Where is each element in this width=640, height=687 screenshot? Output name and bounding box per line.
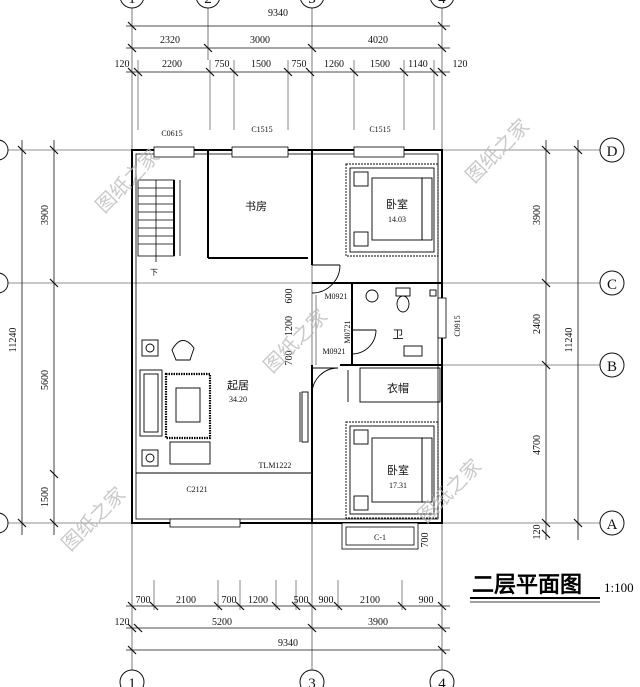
label-c0615: C0615: [161, 129, 182, 138]
axis-label-A: A: [607, 517, 618, 533]
label-c1515-a: C1515: [251, 125, 272, 134]
bottom-dim-900a: 900: [319, 595, 334, 606]
room-study: 书房: [245, 200, 267, 213]
axis-bubbles: [0, 0, 625, 687]
watermark-5: 图纸之家: [413, 454, 487, 528]
interior-dim-1200: 1200: [284, 316, 295, 336]
axis-label-3-bottom: 3: [308, 676, 316, 687]
interior-dim-700b: 700: [420, 533, 431, 548]
axis-label-C: C: [607, 277, 617, 293]
room-living-area: 34.20: [229, 395, 247, 404]
top-dim-120b: 120: [453, 59, 468, 70]
watermark-2: 图纸之家: [461, 114, 535, 188]
right-dimensions: [541, 140, 583, 540]
axis-label-4-top: 4: [438, 0, 446, 7]
top-dim-1260: 1260: [324, 59, 344, 70]
top-dim-750a: 750: [215, 59, 230, 70]
room-bedroom-2-area: 17.31: [389, 481, 407, 490]
left-dim-5600: 5600: [40, 370, 51, 390]
label-c2121: C2121: [186, 485, 207, 494]
top-dim-3000: 3000: [250, 35, 270, 46]
left-dimension-text: 11240 3900 5600 1500: [8, 205, 51, 507]
room-bedroom-1: 卧室: [386, 197, 408, 211]
top-dim-1140: 1140: [408, 59, 428, 70]
bottom-dim-120: 120: [115, 617, 130, 628]
label-m0921-b: M0921: [322, 347, 345, 356]
left-total-dim: 11240: [8, 328, 19, 353]
right-dim-2400: 2400: [532, 314, 543, 334]
label-c1515-b: C1515: [369, 125, 390, 134]
drawing-title-block: 二层平面图 1:100: [470, 572, 634, 603]
top-dim-750b: 750: [292, 59, 307, 70]
axis-label-B: B: [607, 359, 617, 375]
bottom-dim-500: 500: [294, 595, 309, 606]
left-dim-1500: 1500: [40, 487, 51, 507]
room-bedroom-2: 卧室: [387, 463, 409, 477]
bottom-dim-700a: 700: [136, 595, 151, 606]
drawing-title: 二层平面图: [472, 572, 582, 598]
watermark-3: 图纸之家: [259, 304, 333, 378]
room-bath: 卫: [393, 328, 404, 341]
opening-labels: C0615 C1515 C1515 M0921 M0721 M0921 C091…: [161, 125, 462, 542]
room-bedroom-1-area: 14.03: [388, 215, 406, 224]
windows: [153, 146, 447, 550]
room-living: 起居: [227, 379, 249, 392]
bottom-dim-3900: 3900: [368, 617, 388, 628]
interior-dim-700a: 700: [284, 351, 295, 366]
left-dim-3900: 3900: [40, 205, 51, 225]
bottom-total-dim: 9340: [278, 638, 298, 649]
label-c1: C-1: [374, 533, 386, 542]
label-m0721: M0721: [343, 320, 352, 343]
bottom-dim-2100a: 2100: [176, 595, 196, 606]
watermark-4: 图纸之家: [57, 482, 131, 556]
axis-label-1-top: 1: [128, 0, 136, 7]
watermarks: 图纸之家 图纸之家 图纸之家 图纸之家 图纸之家: [57, 114, 535, 556]
axis-labels: 1 2 3 4 1 3 4 D C B A: [128, 0, 617, 687]
axis-label-1-bottom: 1: [128, 676, 136, 687]
label-m0921: M0921: [324, 292, 347, 301]
doors: [311, 264, 377, 523]
bottom-dim-5200: 5200: [212, 617, 232, 628]
label-tlm1222: TLM1222: [259, 461, 292, 470]
room-labels: 书房 卧室 14.03 卫 衣帽 起居 34.20 卧室 17.31: [227, 197, 409, 490]
axis-label-3-top: 3: [308, 0, 316, 7]
right-dim-4700: 4700: [532, 435, 543, 455]
bed-1: [345, 163, 439, 257]
living-furniture: [139, 339, 309, 467]
right-dim-3900: 3900: [532, 205, 543, 225]
top-dim-1500a: 1500: [251, 59, 271, 70]
interior-dimensions: 600 1200 700 700: [284, 289, 431, 548]
interior-dim-600: 600: [284, 289, 295, 304]
room-closet: 衣帽: [387, 381, 409, 395]
stair-down-label: 下: [150, 268, 158, 277]
top-dimension-text: 9340 2320 3000 4020 120 2200 750 1500 75…: [115, 8, 468, 70]
top-dimensions: [126, 21, 450, 130]
bottom-dim-700b: 700: [222, 595, 237, 606]
top-dim-120a: 120: [115, 59, 130, 70]
drawing-scale: 1:100: [604, 580, 634, 595]
right-dimension-text: 11240 3900 2400 4700 120: [532, 205, 575, 540]
top-dim-2320: 2320: [160, 35, 180, 46]
bottom-dim-2100b: 2100: [360, 595, 380, 606]
axis-label-D: D: [607, 144, 618, 160]
top-dim-2200: 2200: [162, 59, 182, 70]
label-c0915: C0915: [453, 315, 462, 336]
bottom-dimensions: [126, 580, 450, 655]
right-total-dim: 11240: [564, 328, 575, 353]
staircase: [137, 179, 181, 262]
bed-2: [345, 421, 439, 519]
right-dim-120: 120: [532, 525, 543, 540]
axis-label-2-top: 2: [204, 0, 212, 7]
bath-fixtures: [347, 287, 441, 403]
axis-label-4-bottom: 4: [438, 676, 446, 687]
watermark-1: 图纸之家: [91, 144, 165, 218]
bottom-dimension-text: 700 2100 700 1200 500 900 2100 900 120 5…: [115, 595, 434, 649]
top-dim-4020: 4020: [368, 35, 388, 46]
top-dim-1500b: 1500: [370, 59, 390, 70]
bottom-dim-1200: 1200: [248, 595, 268, 606]
top-total-dim: 9340: [268, 8, 288, 19]
left-dimensions: [17, 140, 59, 535]
bottom-dim-900b: 900: [419, 595, 434, 606]
